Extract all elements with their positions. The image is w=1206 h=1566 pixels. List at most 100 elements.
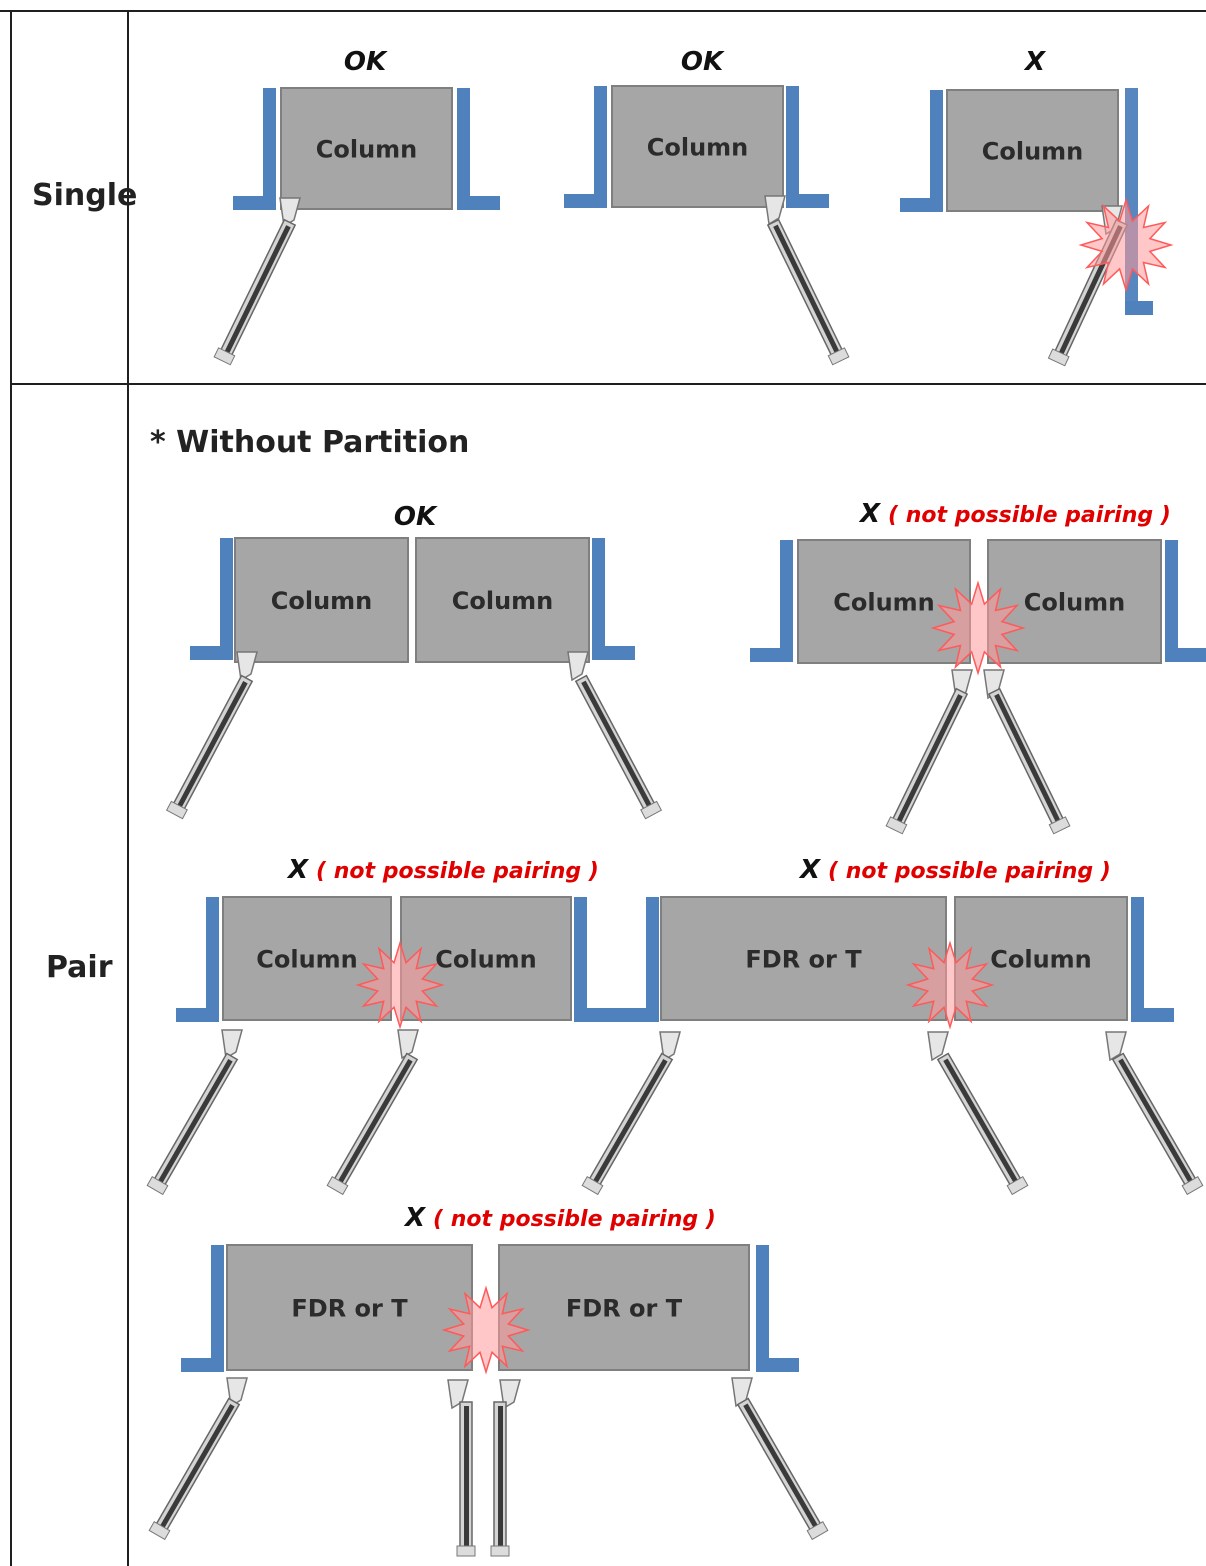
error-note: ( not possible pairing ) — [433, 1207, 716, 1232]
cabinet-label: Column — [256, 946, 358, 974]
status-label: X( not possible pairing ) — [403, 1203, 716, 1233]
wall-bracket — [211, 1245, 224, 1372]
cabinet-panel — [660, 896, 947, 1021]
cabinet-label: Column — [647, 134, 749, 162]
wall-bracket — [1165, 540, 1178, 662]
door-icon — [326, 1051, 421, 1196]
door-icon — [572, 673, 663, 820]
status-label: X( not possible pairing ) — [286, 855, 599, 885]
collision-burst-icon — [355, 940, 445, 1030]
collision-burst-icon — [441, 1285, 531, 1375]
wall-bracket — [646, 897, 659, 1022]
wall-bracket — [263, 88, 276, 210]
wall-bracket — [206, 897, 219, 1022]
cabinet-label: Column — [990, 946, 1092, 974]
wall-bracket — [786, 86, 799, 208]
collision-burst-icon — [1078, 197, 1174, 293]
wall-bracket — [220, 538, 233, 660]
status-label: OK — [681, 47, 725, 77]
cabinet-panel — [987, 539, 1162, 664]
door-icon — [146, 1051, 241, 1196]
frame-top — [0, 10, 1206, 12]
cabinet-panel — [611, 85, 784, 208]
cabinet-panel — [946, 89, 1119, 212]
wall-bracket — [1131, 897, 1144, 1022]
cabinet-panel — [234, 537, 409, 663]
wall-bracket-foot — [786, 194, 829, 208]
wall-bracket-foot — [457, 196, 500, 210]
cabinet-label: Column — [833, 589, 935, 617]
wall-bracket-foot — [900, 198, 943, 212]
cabinet-panel — [415, 537, 590, 663]
status-label: X( not possible pairing ) — [798, 855, 1111, 885]
status-label: OK — [394, 502, 438, 532]
hinge-icon — [226, 1377, 248, 1408]
door-icon — [213, 217, 299, 366]
hinge-icon — [221, 1029, 243, 1060]
error-note: ( not possible pairing ) — [316, 859, 599, 884]
door-icon — [581, 1051, 676, 1196]
collision-burst-icon — [930, 580, 1026, 676]
error-note: ( not possible pairing ) — [888, 503, 1171, 528]
door-icon — [885, 686, 971, 835]
frame-left — [10, 10, 12, 1566]
door-icon — [456, 1401, 476, 1557]
hinge-icon — [659, 1031, 681, 1062]
cabinet-panel — [797, 539, 971, 664]
wall-bracket-foot — [1131, 1008, 1174, 1022]
wall-bracket-foot — [564, 194, 607, 208]
wall-bracket-foot — [1165, 648, 1206, 662]
wall-bracket-foot — [181, 1358, 224, 1372]
wall-bracket-foot — [190, 646, 233, 660]
error-note: ( not possible pairing ) — [828, 859, 1111, 884]
frame-divider-horizontal — [10, 383, 1206, 385]
row-label-pair: Pair — [46, 950, 113, 985]
cabinet-label: FDR or T — [745, 946, 862, 974]
wall-bracket-foot — [176, 1008, 219, 1022]
hinge-icon — [567, 651, 589, 682]
wall-bracket-foot — [592, 646, 635, 660]
door-icon — [1109, 1051, 1204, 1196]
door-icon — [165, 673, 256, 820]
hinge-icon — [927, 1031, 949, 1062]
cabinet-panel — [280, 87, 453, 210]
cabinet-label: FDR or T — [566, 1295, 683, 1323]
status-label: X — [1023, 47, 1047, 77]
cabinet-panel — [954, 896, 1128, 1021]
wall-bracket-foot — [574, 1008, 617, 1022]
wall-bracket — [930, 90, 943, 212]
wall-bracket-foot — [1125, 301, 1153, 315]
section-title: * Without Partition — [150, 425, 470, 460]
hinge-icon — [397, 1029, 419, 1060]
cabinet-label: Column — [316, 136, 418, 164]
wall-bracket — [574, 897, 587, 1022]
collision-burst-icon — [905, 940, 995, 1030]
door-icon — [934, 1051, 1029, 1196]
wall-bracket-foot — [750, 648, 793, 662]
wall-bracket-foot — [233, 196, 276, 210]
wall-bracket — [457, 88, 470, 210]
cabinet-panel — [226, 1244, 473, 1371]
hinge-icon — [1105, 1031, 1127, 1062]
cabinet-label: Column — [271, 587, 373, 615]
wall-bracket — [780, 540, 793, 662]
frame-divider-vertical — [127, 10, 129, 1566]
cabinet-label: Column — [452, 587, 554, 615]
wall-bracket-foot — [616, 1008, 659, 1022]
wall-bracket — [756, 1245, 769, 1372]
door-icon — [490, 1401, 510, 1557]
door-icon — [764, 217, 850, 366]
hinge-icon — [236, 651, 258, 682]
door-icon — [985, 686, 1071, 835]
hinge-icon — [279, 197, 301, 228]
row-label-single: Single — [32, 178, 138, 213]
status-label: OK — [344, 47, 388, 77]
cabinet-label: Column — [982, 138, 1084, 166]
hinge-icon — [499, 1379, 521, 1410]
door-icon — [734, 1396, 829, 1541]
status-label: X( not possible pairing ) — [858, 499, 1171, 529]
cabinet-label: Column — [1024, 589, 1126, 617]
door-icon — [148, 1396, 243, 1541]
cabinet-label: Column — [435, 946, 537, 974]
